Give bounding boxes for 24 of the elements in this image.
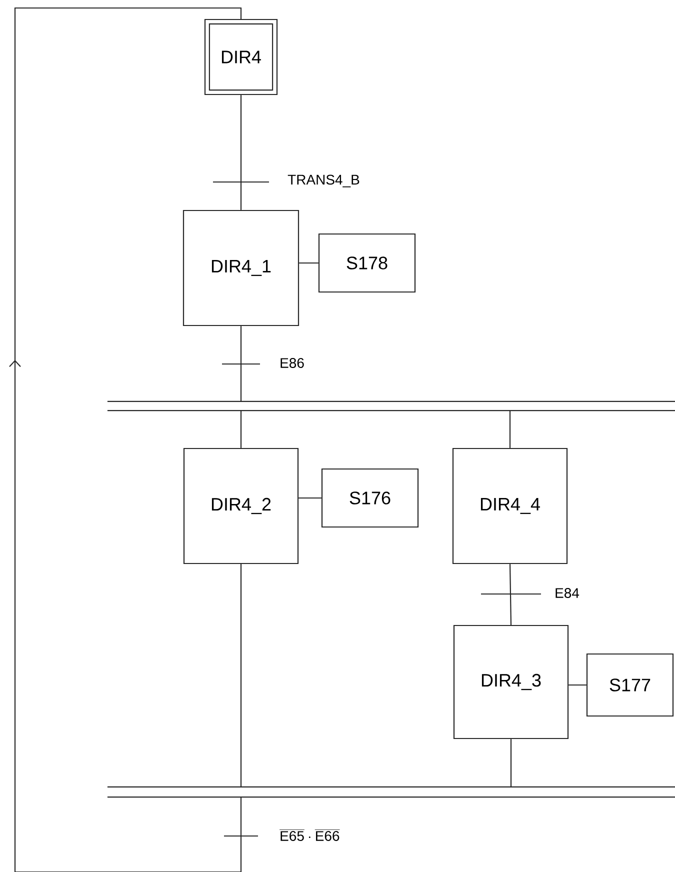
action-box: S177: [586, 653, 674, 717]
transition-label: E86: [278, 357, 306, 369]
parallel-bar: [107, 400, 675, 412]
transition-label: E84: [554, 587, 580, 599]
step-box: DIR4_1: [182, 210, 300, 326]
link-line: [240, 326, 242, 402]
link-line: [240, 410, 242, 448]
link-line: [509, 564, 512, 625]
link-line: [509, 410, 511, 448]
step-box: DIR4_4: [452, 448, 568, 564]
action-link: [299, 262, 318, 264]
transition-label: $\overline{\mathrm{E65}}\cdot\overline{\mathrm{E66}}$: [278, 828, 341, 842]
parallel-bar: [107, 786, 675, 798]
step-box: DIR4_3: [453, 624, 569, 740]
action-box: S178: [318, 233, 416, 293]
link-line: [510, 739, 512, 787]
initial-step-box: DIR4: [204, 18, 278, 96]
action-box: S176: [321, 468, 419, 528]
link-line: [240, 95, 242, 210]
action-link: [298, 497, 322, 499]
step-box: DIR4_2: [183, 448, 299, 564]
action-link: [568, 684, 586, 686]
transition-label: TRANS4_B: [286, 174, 361, 188]
link-line: [240, 564, 242, 787]
